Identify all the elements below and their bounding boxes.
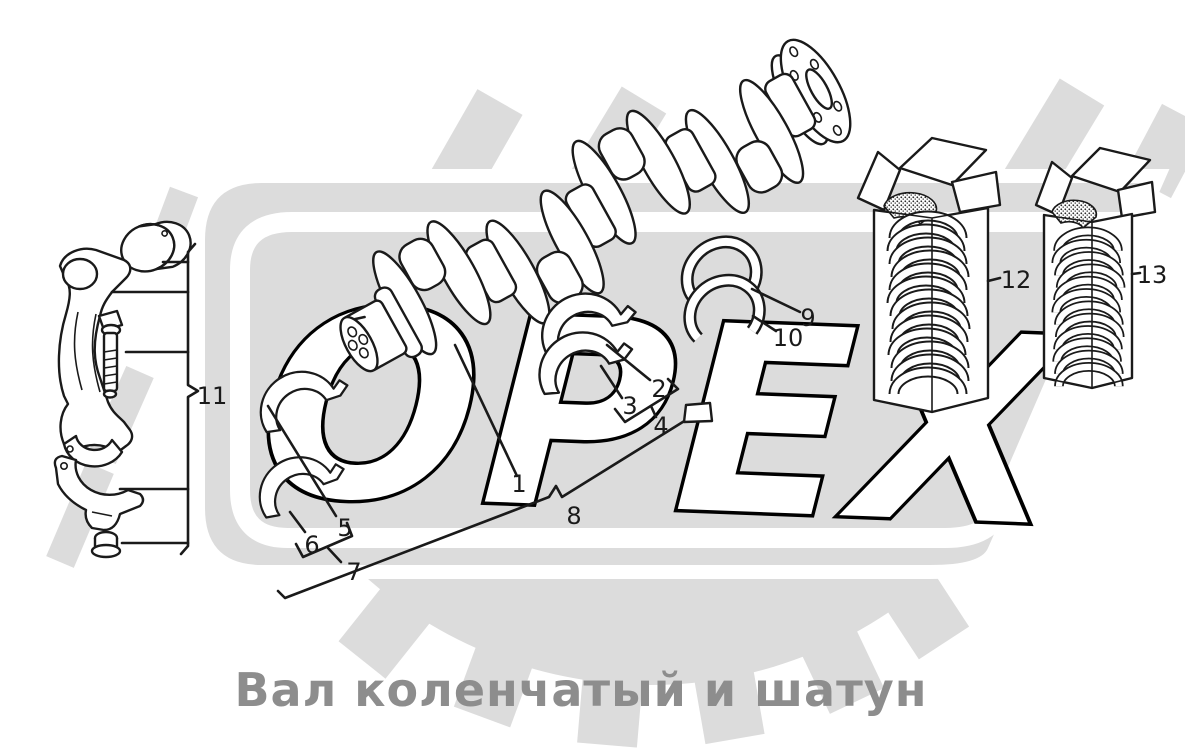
thrust-ring-lower — [683, 273, 766, 343]
callout-10: 10 — [773, 324, 804, 352]
callout-7: 7 — [346, 558, 361, 586]
callout-12: 12 — [1001, 266, 1032, 294]
callout-9: 9 — [800, 304, 815, 332]
callout-1: 1 — [511, 470, 526, 498]
callout-13: 13 — [1137, 261, 1168, 289]
watermark-plate-groove — [230, 212, 1141, 548]
callout-3: 3 — [622, 392, 637, 420]
callout-6: 6 — [304, 531, 319, 559]
shell-stack-12 — [892, 216, 965, 394]
rod-bushing — [120, 220, 192, 273]
callout-lines — [110, 242, 1142, 600]
callout-5: 5 — [337, 514, 352, 542]
page-title: Вал коленчатый и шатун — [235, 663, 928, 717]
watermark: ОРЕХ — [46, 78, 1185, 748]
crankshaft — [339, 38, 852, 373]
callout-8: 8 — [566, 502, 581, 530]
watermark-gear-bottom — [338, 560, 970, 748]
bearing-box-13 — [1034, 146, 1157, 388]
thrust-ring-upper — [680, 235, 763, 307]
bearing-box-12 — [856, 136, 1002, 414]
callout-2: 2 — [651, 375, 666, 403]
rod-cap — [53, 454, 145, 532]
connecting-rod — [57, 247, 134, 468]
rod-nut — [90, 530, 122, 559]
shell-stack-13 — [1056, 231, 1120, 386]
callout-11: 11 — [197, 382, 228, 410]
callout-labels: 1 2 3 4 5 6 7 8 9 10 11 12 13 — [197, 261, 1168, 586]
rod-bolt — [97, 309, 124, 399]
callout-4: 4 — [653, 412, 668, 440]
